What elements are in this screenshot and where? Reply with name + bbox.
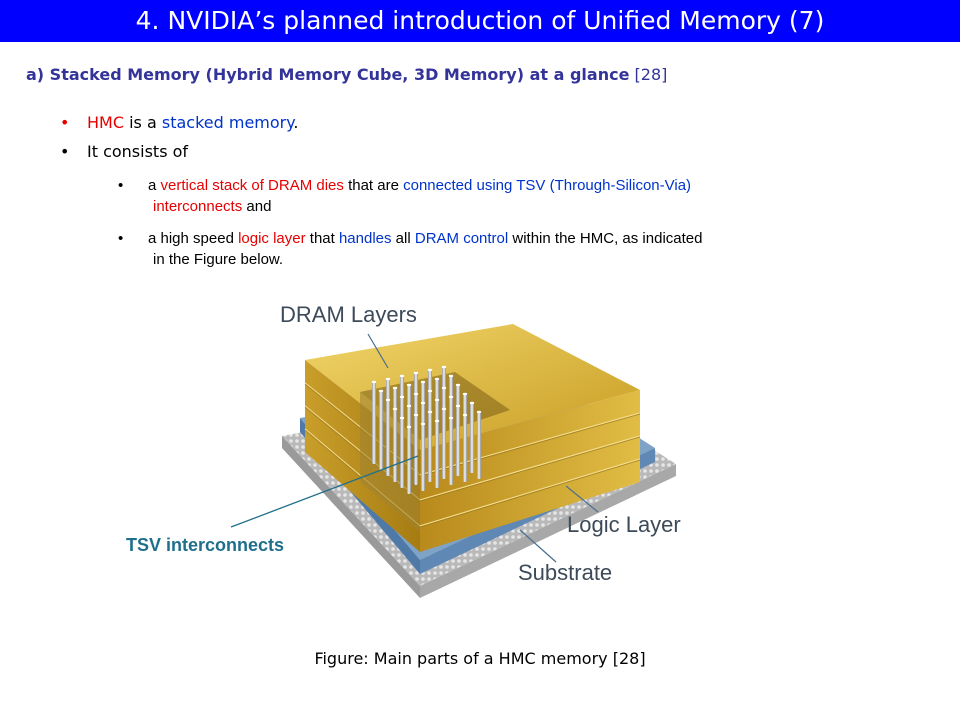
tsv-pin [470, 403, 474, 473]
tsv-pin-cap [385, 377, 391, 381]
bullet-hmc-end: . [293, 113, 299, 132]
tsv-pin-cap [371, 380, 377, 384]
dram-leader-line [367, 333, 389, 369]
tsv-pin [386, 400, 390, 476]
tsv-pin-cap [441, 407, 447, 411]
tsv-pin-cap [406, 425, 412, 429]
tsv-leader-line [230, 455, 419, 528]
figure-caption: Figure: Main parts of a HMC memory [28] [314, 649, 646, 668]
tsv-pin [414, 415, 418, 485]
tsv-pin-cap [413, 413, 419, 417]
tsv-pin [477, 412, 481, 479]
tsv-pin-cap [413, 371, 419, 375]
bullet-dot: • [60, 142, 70, 161]
tsv-pin [428, 412, 432, 482]
tsv-pin-cap [427, 410, 433, 414]
tsv-pin [372, 382, 376, 464]
tsv-pin-cap [406, 383, 412, 387]
bullet-consists-text: It consists of [87, 142, 189, 161]
tsv-pin-cap [434, 377, 440, 381]
tsv-pin-cap [469, 401, 475, 405]
subbullet-logic-line2: in the Figure below. [153, 251, 284, 268]
s2-p6: DRAM control [414, 230, 509, 247]
tsv-pin-cap [448, 395, 454, 399]
stacked-memory-term: stacked memory [161, 113, 294, 132]
tsv-pin [435, 421, 439, 488]
tsv-pin [379, 391, 383, 470]
s2-p3: that [305, 230, 339, 247]
substrate-leader-line [519, 529, 557, 563]
tsv-pin [407, 427, 411, 494]
tsv-pin-cap [420, 401, 426, 405]
tsv-pin-cap [455, 383, 461, 387]
s2-p1: a high speed [148, 230, 239, 247]
tsv-pin-cap [399, 416, 405, 420]
bullet-hmc-text: HMC is a stacked memory. [87, 112, 299, 134]
tsv-pin-cap [420, 422, 426, 426]
hmc-term: HMC [87, 113, 125, 132]
tsv-pin-cap [392, 407, 398, 411]
s1-p2: vertical stack of DRAM dies [160, 177, 344, 194]
tsv-pin-cap [462, 392, 468, 396]
tsv-pin-cap [441, 365, 447, 369]
tsv-pin-cap [392, 386, 398, 390]
tsv-pin-cap [406, 404, 412, 408]
tsv-pin-cap [441, 386, 447, 390]
subbullet-dot: • [118, 177, 124, 194]
s1-p1: a [148, 177, 161, 194]
tsv-pin-cap [455, 404, 461, 408]
tsv-pin-cap [399, 395, 405, 399]
substrate-label: Substrate [518, 560, 612, 585]
subbullet-dram-line2: interconnects and [153, 196, 271, 217]
tsv-pin [456, 406, 460, 476]
subtitle-ref: [28] [634, 65, 668, 84]
section-subtitle: a) Stacked Memory (Hybrid Memory Cube, 3… [26, 64, 667, 86]
bullet-dot: • [60, 113, 70, 132]
dram-layers-label: DRAM Layers [280, 302, 417, 327]
tsv-pin-cap [413, 392, 419, 396]
tsv-pin-cap [434, 419, 440, 423]
logic-leader-line [565, 485, 599, 513]
s1-p3: that are [343, 177, 404, 194]
logic-layer-label: Logic Layer [567, 512, 681, 537]
bullet-hmc-mid: is a [124, 113, 162, 132]
subbullet-dot: • [118, 230, 124, 247]
tsv-pin-cap [420, 380, 426, 384]
s2-p4: handles [338, 230, 392, 247]
tsv-pin [400, 418, 404, 488]
tsv-pin-cap [476, 410, 482, 414]
tsv-pin-cap [378, 389, 384, 393]
subtitle-label: a) Stacked Memory (Hybrid Memory Cube, 3… [26, 65, 630, 84]
subbullet-dram-line1: a vertical stack of DRAM dies that are c… [148, 175, 691, 196]
title-bar: 4. NVIDIA’s planned introduction of Unif… [0, 0, 960, 42]
tsv-pin-cap [462, 413, 468, 417]
s1-p5: interconnects [153, 198, 243, 215]
tsv-interconnects-label: TSV interconnects [126, 535, 285, 555]
tsv-pin-cap [434, 398, 440, 402]
tsv-pin [442, 409, 446, 479]
tsv-pin [449, 418, 453, 485]
tsv-pin-cap [448, 374, 454, 378]
tsv-pin-cap [385, 398, 391, 402]
s2-p2: logic layer [238, 230, 306, 247]
tsv-pin [421, 424, 425, 491]
tsv-pin [463, 415, 467, 482]
tsv-pin [393, 409, 397, 482]
slide-title: 4. NVIDIA’s planned introduction of Unif… [135, 6, 825, 35]
tsv-pin-cap [448, 416, 454, 420]
tsv-pin-cap [427, 389, 433, 393]
tsv-pin-cap [399, 374, 405, 378]
s1-p6: and [242, 198, 272, 215]
s2-p7: within the HMC, as indicated [508, 230, 703, 247]
tsv-pin-cap [427, 368, 433, 372]
s1-p4: connected using TSV (Through-Silicon-Via… [403, 177, 692, 194]
subbullet-logic-line1: a high speed logic layer that handles al… [148, 228, 702, 249]
s2-p5: all [391, 230, 415, 247]
